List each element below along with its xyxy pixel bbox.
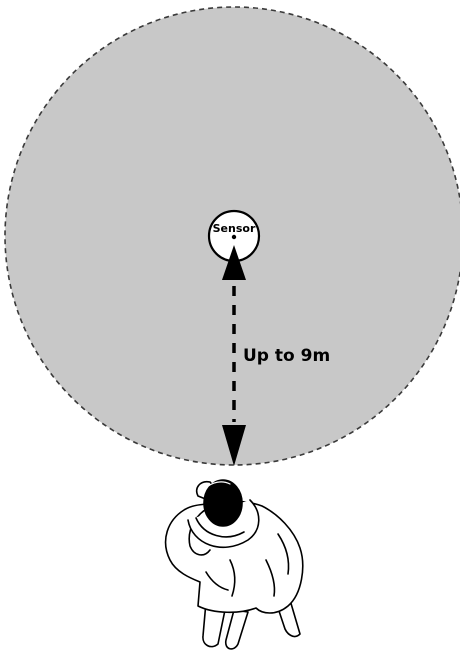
- sensor-label: Sensor: [213, 222, 256, 235]
- person-top-view-icon: [166, 480, 303, 649]
- range-label: Up to 9m: [243, 346, 330, 366]
- sensor-point: [232, 235, 236, 239]
